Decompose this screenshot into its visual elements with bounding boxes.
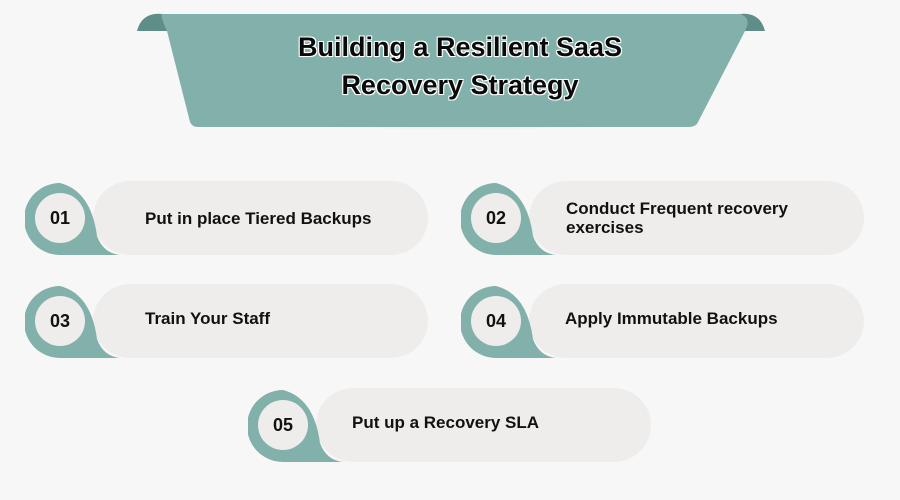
step-card-02: 02 Conduct Frequent recovery exercises <box>461 181 866 257</box>
step-label: Train Your Staff <box>145 309 271 328</box>
ribbon-shape <box>137 13 765 146</box>
step-pill <box>93 284 428 358</box>
step-label: Put in place Tiered Backups <box>145 208 372 228</box>
step-number: 03 <box>35 296 85 346</box>
step-card-04: 04 Apply Immutable Backups <box>461 284 866 360</box>
step-pill <box>529 284 864 358</box>
page-title: Building a Resilient SaaS Recovery Strat… <box>200 28 720 104</box>
step-number: 04 <box>471 296 521 346</box>
step-pill <box>316 388 651 462</box>
step-card-01: 01 Put in place Tiered Backups <box>25 181 430 257</box>
step-card-03: 03 Train Your Staff <box>25 284 430 360</box>
step-label: Put up a Recovery SLA <box>352 413 540 432</box>
step-card-05: 05 Put up a Recovery SLA <box>248 388 653 464</box>
step-label: Apply Immutable Backups <box>565 309 778 328</box>
step-number: 01 <box>35 193 85 243</box>
title-banner: Building a Resilient SaaS Recovery Strat… <box>0 0 900 150</box>
step-number: 05 <box>258 400 308 450</box>
step-pill <box>93 181 428 255</box>
title-line-2: Recovery Strategy <box>341 70 579 100</box>
step-pill <box>529 181 864 255</box>
step-number: 02 <box>471 193 521 243</box>
title-line-1: Building a Resilient SaaS <box>297 32 623 62</box>
step-label: Conduct Frequent recovery exercises <box>566 199 788 237</box>
